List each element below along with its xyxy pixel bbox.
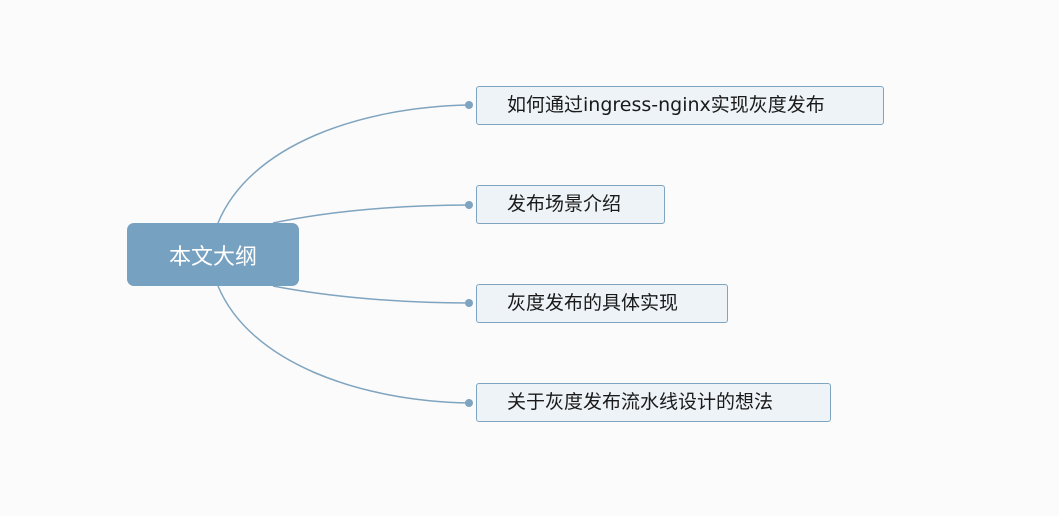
connector-dot-2 [465, 201, 473, 209]
connector-topic-2 [272, 204, 470, 224]
topic-canary-implementation[interactable]: 灰度发布的具体实现 [476, 284, 728, 323]
connector-topic-4 [217, 285, 470, 404]
connector-dot-4 [465, 399, 473, 407]
topic-pipeline-design-ideas[interactable]: 关于灰度发布流水线设计的想法 [476, 383, 831, 422]
connector-topic-1 [217, 104, 470, 224]
connector-topic-3 [272, 285, 470, 304]
root-topic[interactable]: 本文大纲 [127, 223, 299, 286]
connector-dot-3 [465, 299, 473, 307]
topic-release-scenarios[interactable]: 发布场景介绍 [476, 185, 665, 224]
topic-ingress-nginx-canary[interactable]: 如何通过ingress-nginx实现灰度发布 [476, 86, 884, 125]
connector-dot-1 [465, 101, 473, 109]
